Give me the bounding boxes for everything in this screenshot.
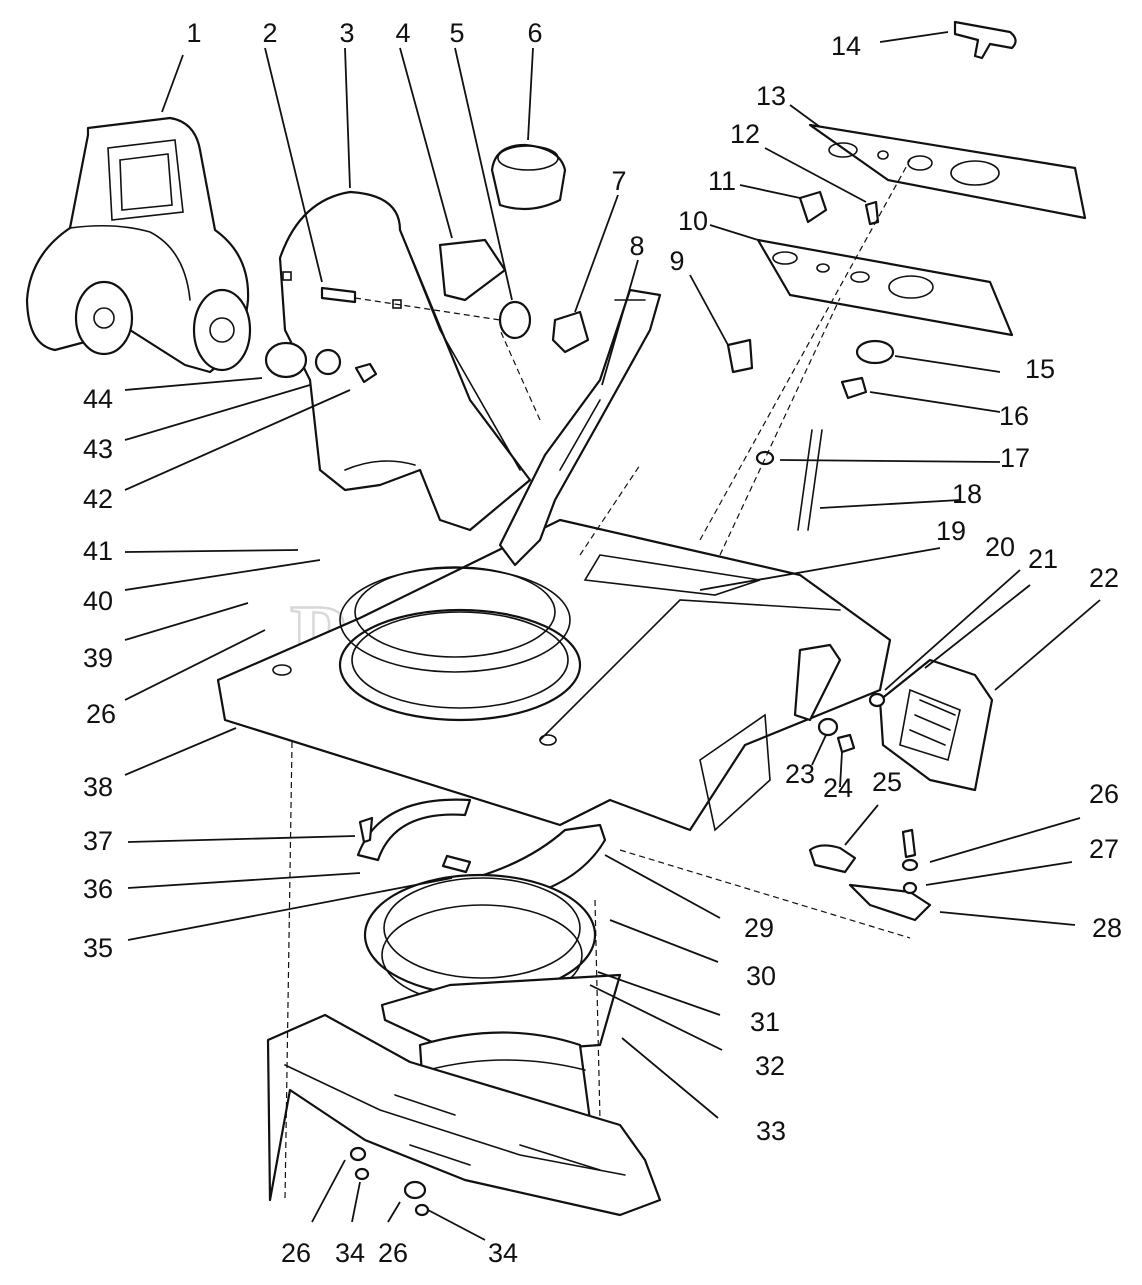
callout-30: 30 [746, 961, 776, 991]
part-3-chute [278, 190, 532, 532]
callout-8: 8 [629, 231, 644, 261]
parts-9-11-12-switches [726, 190, 880, 374]
callout-21: 21 [1028, 544, 1058, 574]
callout-15: 15 [1025, 354, 1055, 384]
part-14-key [953, 20, 1017, 60]
callout-31: 31 [750, 1007, 780, 1037]
callout-13: 13 [756, 81, 786, 111]
callout-10: 10 [678, 206, 708, 236]
part-22-headlight [878, 658, 994, 792]
part-7-bracket [551, 310, 590, 354]
part-5-washer [498, 300, 532, 340]
callout-25: 25 [872, 767, 902, 797]
callout-3: 3 [339, 18, 354, 48]
callout-18: 18 [952, 479, 982, 509]
callout-19: 19 [936, 516, 966, 546]
callout-26b: 26 [86, 699, 116, 729]
callout-7: 7 [611, 166, 626, 196]
callout-28: 28 [1092, 913, 1122, 943]
callout-42: 42 [83, 484, 113, 514]
callout-5: 5 [449, 18, 464, 48]
alignment-lines [284, 159, 911, 1201]
callout-16: 16 [999, 401, 1029, 431]
callout-9: 9 [669, 246, 684, 276]
part-10-control-panel [756, 238, 1014, 337]
parts-25-28-lever [808, 828, 932, 922]
callout-41: 41 [83, 536, 113, 566]
callout-34a: 34 [335, 1238, 365, 1268]
callout-38: 38 [83, 772, 113, 802]
callout-labels: 1 2 3 4 5 6 7 8 9 10 11 12 13 14 15 16 1… [83, 18, 1122, 1268]
callout-22: 22 [1089, 563, 1119, 593]
parts-42-43-44-hardware [264, 341, 378, 384]
part-2-bolt [320, 286, 357, 304]
callout-39: 39 [83, 643, 113, 673]
callout-2: 2 [262, 18, 277, 48]
callout-26a: 26 [1089, 779, 1119, 809]
callout-44: 44 [83, 384, 113, 414]
callout-20: 20 [985, 532, 1015, 562]
part-1-chute-deflector [25, 116, 252, 374]
callout-34b: 34 [488, 1238, 518, 1268]
part-lower-auger-housing [266, 1013, 662, 1217]
callout-32: 32 [755, 1051, 785, 1081]
part-upper-chute-ring [338, 566, 582, 722]
callout-23: 23 [785, 759, 815, 789]
callout-43: 43 [83, 434, 113, 464]
parts-15-16-17-18 [755, 339, 895, 531]
callout-1: 1 [186, 18, 201, 48]
callout-37: 37 [83, 826, 113, 856]
callout-29: 29 [744, 913, 774, 943]
callout-17: 17 [1000, 443, 1030, 473]
callout-11: 11 [708, 166, 736, 196]
parts-35-37-bolts [358, 816, 472, 874]
part-6-knob [490, 143, 567, 211]
callout-36: 36 [83, 874, 113, 904]
part-13-dash-panel [808, 123, 1087, 220]
parts-20-23-24-bracket [793, 643, 886, 754]
callout-27: 27 [1089, 834, 1119, 864]
callout-4: 4 [395, 18, 410, 48]
callout-33: 33 [756, 1116, 786, 1146]
callout-40: 40 [83, 586, 113, 616]
leader-lines [124, 31, 1101, 1241]
callout-35: 35 [83, 933, 113, 963]
callout-24: 24 [823, 773, 853, 803]
callout-26d: 26 [378, 1238, 408, 1268]
callout-26c: 26 [281, 1238, 311, 1268]
callout-6: 6 [527, 18, 542, 48]
part-4-plate [438, 238, 507, 302]
callout-12: 12 [730, 119, 760, 149]
callout-14: 14 [831, 31, 861, 61]
